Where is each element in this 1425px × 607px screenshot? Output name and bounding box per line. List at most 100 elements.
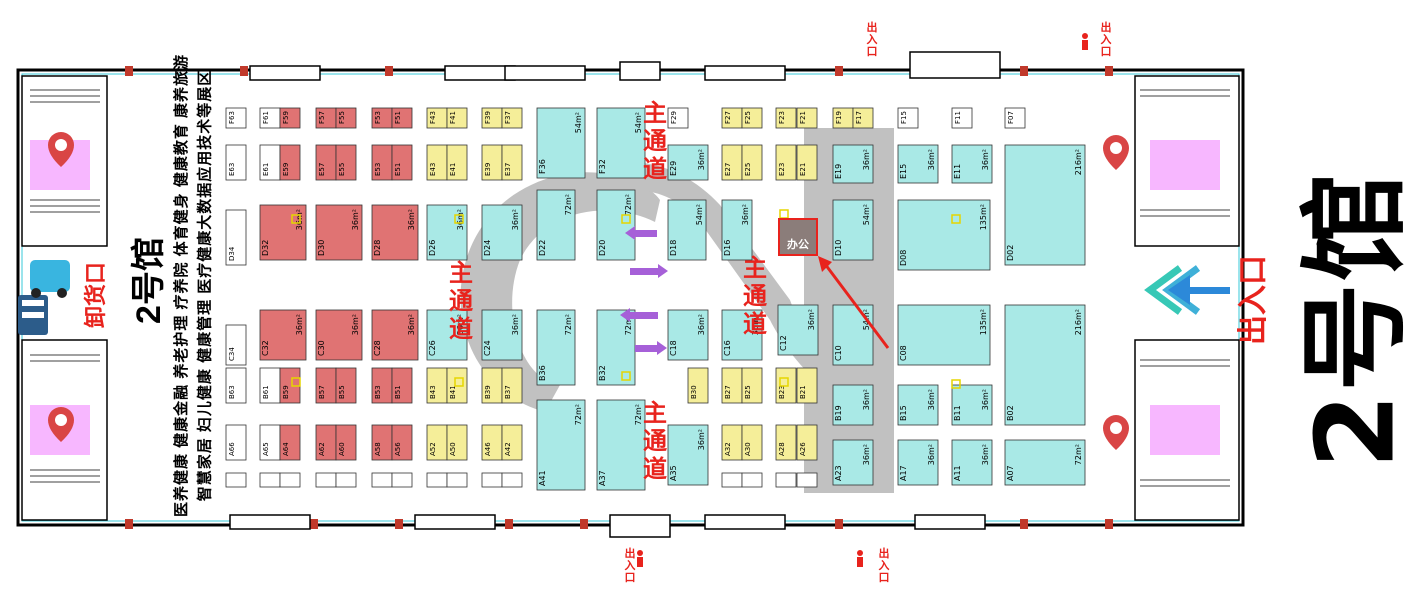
booth-area: 36m² — [807, 309, 816, 330]
booth-id: D32 — [261, 240, 270, 256]
booth — [775, 472, 797, 488]
booth-id: B59 — [282, 385, 290, 399]
booth-id: F15 — [900, 111, 908, 124]
booth — [667, 144, 709, 181]
booth — [721, 309, 763, 361]
booth — [446, 424, 468, 461]
stairs — [30, 89, 1230, 487]
booth-id: D34 — [228, 246, 236, 261]
booth — [832, 144, 874, 184]
booth-id: F07 — [1007, 111, 1015, 124]
booth-id: B23 — [778, 385, 786, 399]
pillar-marker — [621, 214, 631, 224]
booth — [741, 472, 763, 488]
booth-area: 36m² — [981, 389, 990, 410]
booth-id: A28 — [778, 442, 786, 456]
booth-id: F41 — [449, 111, 457, 124]
booth-id: E59 — [282, 163, 290, 176]
booth-id: B19 — [834, 405, 843, 421]
booth — [279, 472, 301, 488]
booth — [391, 107, 413, 129]
wall-doors — [229, 51, 1001, 538]
booth-id: E55 — [338, 163, 346, 176]
booth — [501, 107, 523, 129]
booth-area: 54m² — [862, 204, 871, 225]
booth-id: B36 — [538, 365, 547, 381]
aisle-label: 主通道 — [449, 260, 473, 343]
unload-label: 卸货口 — [83, 261, 109, 329]
booth — [832, 199, 874, 261]
booth — [371, 204, 419, 261]
booth-id: D30 — [317, 240, 326, 256]
booth-id: F36 — [538, 159, 547, 174]
booth-id: E53 — [374, 163, 382, 176]
booth — [501, 424, 523, 461]
booth — [536, 107, 586, 179]
booth — [832, 304, 874, 366]
booth — [501, 144, 523, 181]
booth — [225, 472, 247, 488]
booth-id: C16 — [723, 340, 732, 356]
booth — [426, 472, 448, 488]
booth-area: 72m² — [564, 314, 573, 335]
booth — [721, 199, 753, 261]
booth-id: C32 — [261, 340, 270, 356]
booth-id: A32 — [724, 442, 732, 456]
aisle-label: 主通道 — [743, 255, 767, 338]
booth-id: C08 — [899, 345, 908, 361]
booth-id: B57 — [318, 385, 326, 399]
booth-area: 36m² — [981, 444, 990, 465]
pillar-marker — [454, 377, 464, 387]
booth-id: A35 — [669, 465, 678, 481]
exit-person-icon — [637, 33, 1088, 567]
booth — [741, 367, 763, 404]
booth — [536, 309, 576, 386]
exit-label-top-mid: 出入口 — [866, 22, 878, 58]
booth-id: B25 — [744, 385, 752, 399]
booth-id: A46 — [484, 442, 492, 456]
booth — [796, 472, 818, 488]
booth-id: B43 — [429, 385, 437, 399]
booth — [897, 439, 939, 486]
booth — [832, 384, 874, 426]
booth-id: C12 — [779, 335, 788, 351]
booth — [596, 189, 636, 261]
booth-id: D24 — [483, 240, 492, 256]
booth-id: F21 — [799, 111, 807, 124]
booth-id: A50 — [449, 442, 457, 456]
pillar-marker — [621, 371, 631, 381]
booth-id: B39 — [484, 385, 492, 399]
booth-id: D20 — [598, 240, 607, 256]
booth-area: 216m² — [1074, 149, 1083, 175]
booth-id: A42 — [504, 442, 512, 456]
booth — [897, 107, 919, 129]
booth-id: E63 — [228, 163, 236, 176]
booth-id: F53 — [374, 111, 382, 124]
booth-area: 36m² — [862, 444, 871, 465]
booth-id: E27 — [724, 163, 732, 176]
booth-id: B41 — [449, 385, 457, 399]
booth — [951, 107, 973, 129]
booth — [481, 309, 523, 361]
office-room: 办公 — [778, 218, 818, 256]
booth — [775, 144, 797, 181]
booth-area: 36m² — [697, 314, 706, 335]
booth-area: 36m² — [295, 314, 304, 335]
aisle-label: 主通道 — [643, 100, 667, 183]
booth-area: 36m² — [862, 389, 871, 410]
booth-id: B15 — [899, 405, 908, 421]
booth — [897, 384, 939, 426]
booth-id: F63 — [228, 111, 236, 124]
booth-id: F55 — [338, 111, 346, 124]
booth — [391, 367, 413, 404]
booth-area: 36m² — [697, 149, 706, 170]
booth-area: 36m² — [511, 314, 520, 335]
booth — [225, 324, 247, 366]
booth-id: C26 — [428, 340, 437, 356]
booth — [951, 384, 993, 426]
booth-id: E25 — [744, 163, 752, 176]
booth-id: B32 — [598, 365, 607, 381]
booth — [721, 472, 743, 488]
booth — [335, 472, 357, 488]
